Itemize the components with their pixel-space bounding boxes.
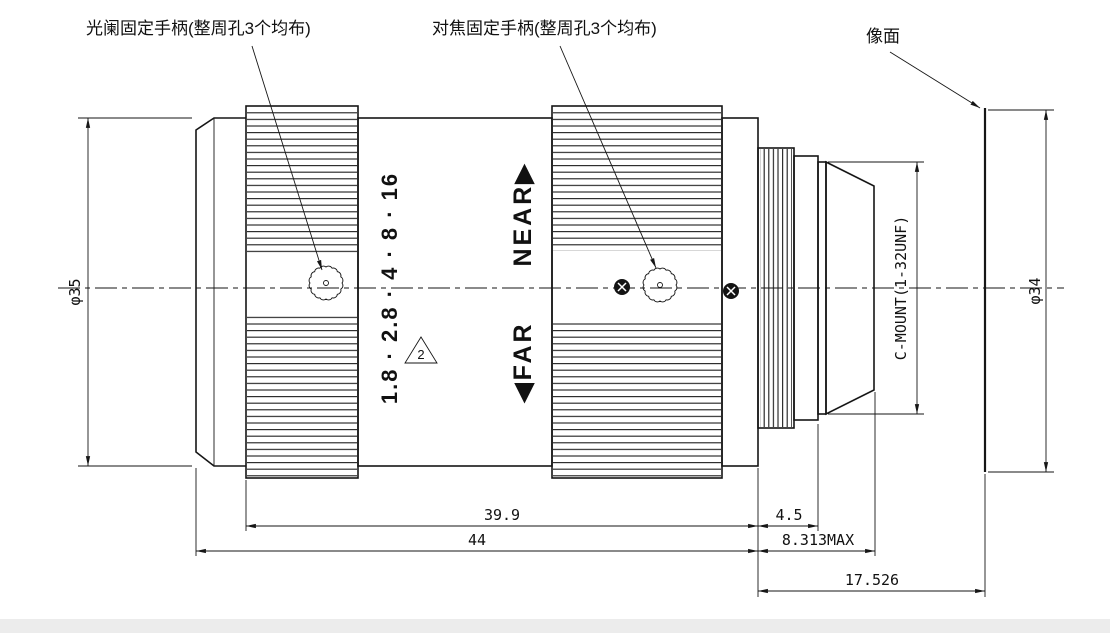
dimension-front-diameter: φ35 (66, 117, 192, 467)
near-marking: NEAR▶ (509, 161, 537, 266)
focus-ring-knurl-bottom (553, 321, 721, 477)
focus-set-screw (614, 279, 630, 295)
revision-number: 2 (417, 347, 424, 362)
revision-triangle: 2 (404, 336, 438, 364)
dimension-mount-protrusion: 8.313MAX (758, 531, 875, 554)
leader-focus-handle (559, 45, 657, 269)
callout-focus-handle: 对焦固定手柄(整周孔3个均布) (432, 19, 657, 38)
dimension-lock-ring-width: 4.5 (758, 506, 818, 529)
drawing-svg: 1.8 · 2.8 · 4 · 8 · 16 2 ◀FAR NEAR▶ 光阑固定… (58, 19, 1064, 597)
focus-thumbscrew (642, 267, 678, 303)
lock-ring-grooves (760, 149, 792, 427)
callout-aperture-handle: 光阑固定手柄(整周孔3个均布) (86, 19, 311, 38)
dim-text-mount-thread: C-MOUNT(1-32UNF) (892, 216, 910, 361)
leader-aperture-handle (251, 45, 323, 271)
far-marking: ◀FAR (509, 321, 537, 403)
dim-text-flange-focal-distance: 17.526 (845, 571, 899, 589)
aperture-ring-knurl-bottom (247, 316, 357, 477)
front-barrel-profile (195, 117, 246, 467)
dimension-flange-focal-distance: 17.526 (758, 571, 985, 594)
aperture-thumbscrew (308, 265, 344, 301)
aperture-scale-marking: 1.8 · 2.8 · 4 · 8 · 16 (377, 172, 402, 404)
dim-text-image-diameter: φ34 (1026, 277, 1044, 304)
dim-text-barrel-length: 39.9 (484, 506, 520, 524)
dim-text-front-diameter: φ35 (66, 278, 84, 305)
lens-body-outline (195, 105, 875, 479)
dimension-mount-thread: C-MOUNT(1-32UNF) (828, 161, 924, 415)
dimension-total-length: 44 (196, 531, 758, 554)
focus-ring-knurl-top (553, 107, 721, 251)
callout-image-plane: 像面 (866, 27, 900, 46)
rear-set-screw (723, 283, 739, 299)
dimension-image-diameter: φ34 (988, 109, 1054, 473)
dim-text-mount-protrusion: 8.313MAX (782, 531, 854, 549)
page-background-strip (0, 619, 1110, 633)
dim-text-total-length: 44 (468, 531, 486, 549)
leader-image-plane (889, 51, 981, 109)
knurl-hatching (247, 107, 721, 477)
dim-text-lock-ring-width: 4.5 (775, 506, 802, 524)
aperture-ring-knurl-top (247, 107, 357, 256)
extension-lines (195, 392, 986, 597)
mount-thread-profile (825, 160, 875, 416)
dimension-barrel-length: 39.9 (246, 506, 758, 529)
